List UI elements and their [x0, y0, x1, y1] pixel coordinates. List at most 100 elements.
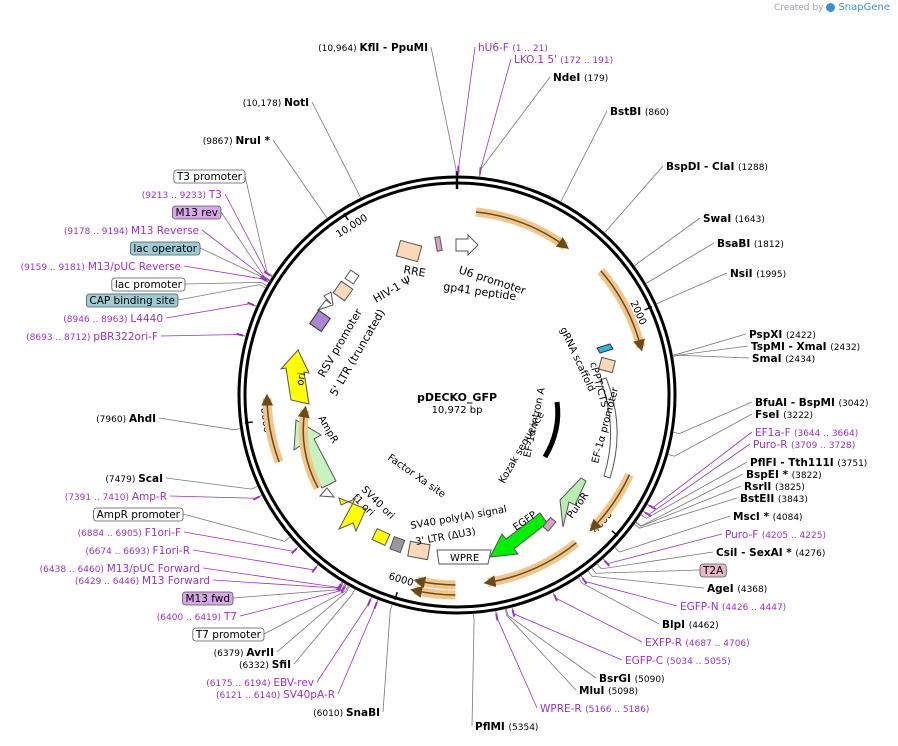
- enzyme-location: (2422): [786, 331, 816, 341]
- enzyme-name: BspDI - ClaI: [666, 161, 738, 173]
- enzyme-location: (1643): [735, 215, 765, 225]
- primer-name: pBR322ori-F: [93, 331, 158, 343]
- site-leader: [316, 596, 373, 683]
- enzyme-name: BfuAI - BspMI: [755, 397, 839, 409]
- puror-feature: [559, 477, 587, 528]
- rre-feature: [395, 239, 423, 263]
- enzyme-name: SmaI: [752, 353, 785, 365]
- primer-mark: [644, 511, 652, 518]
- credit-brand: SnapGene: [838, 2, 890, 13]
- feature-box: [182, 591, 234, 606]
- site-label: (6438 .. 6460) M13/pUC Forward: [40, 563, 200, 575]
- primer-location: (6175 .. 6194): [206, 679, 273, 689]
- enzyme-location: (2432): [830, 343, 860, 353]
- site-label: BstBI (860): [610, 106, 669, 118]
- site-leader: [471, 613, 475, 727]
- enzyme-name: SnaBI: [346, 707, 380, 719]
- enzyme-location: (4462): [689, 621, 719, 631]
- site-label: BstEII (3843): [740, 493, 808, 505]
- enzyme-label: (6010) SnaBI: [313, 707, 380, 719]
- feature-box: [85, 293, 179, 308]
- enzyme-label: FseI (3222): [755, 409, 813, 421]
- enzyme-label: NdeI (179): [553, 72, 608, 84]
- gp41-feature: [434, 236, 443, 252]
- primer-label: (8946 .. 8963) L4440: [63, 313, 163, 325]
- site-leader: [511, 606, 623, 661]
- feature-box: [699, 563, 727, 578]
- site-label: RsrII (3825): [744, 481, 805, 493]
- snapgene-credit: Created by SnapGene: [774, 2, 890, 13]
- site-label: BsrGI (5090): [599, 673, 665, 685]
- primer-name: Amp-R: [132, 491, 167, 503]
- primer-mark: [340, 586, 346, 594]
- site-leader: [552, 591, 643, 643]
- primer-name: M13/pUC Forward: [107, 563, 200, 575]
- enzyme-label: BlpI (4462): [662, 619, 719, 631]
- primer-location: (6400 .. 6419): [157, 613, 224, 623]
- feature-box-label: CAP binding site: [89, 295, 175, 307]
- primer-location: (5034 .. 5055): [666, 657, 730, 667]
- feature-box-label: M13 fwd: [185, 593, 230, 605]
- enzyme-location: (3825): [775, 483, 805, 493]
- primer-name: EGFP-N: [680, 601, 722, 613]
- enzyme-label: AgeI (4368): [707, 583, 767, 595]
- feature-box-label: T3 promoter: [176, 171, 243, 183]
- site-label: T7 promoter: [192, 627, 265, 642]
- site-leader: [201, 229, 271, 282]
- primer-location: (3709 .. 3728): [791, 441, 855, 451]
- primer-name: hU6-F: [478, 42, 512, 54]
- site-label: (7391 .. 7410) Amp-R: [65, 491, 167, 503]
- primer-label: (9159 .. 9181) M13/pUC Reverse: [21, 261, 181, 273]
- site-label: (9213 .. 9233) T3: [142, 189, 222, 201]
- site-leader: [587, 570, 705, 589]
- site-label: PflFI - Tth111I (3751): [750, 457, 867, 469]
- primer-name: EXFP-R: [645, 637, 685, 649]
- feature-box: [192, 627, 265, 642]
- site-label: (7479) ScaI: [105, 473, 163, 485]
- site-label: LKO.1 5' (172 .. 191): [514, 54, 613, 66]
- enzyme-name: AgeI: [707, 583, 737, 595]
- site-leader: [220, 211, 271, 281]
- site-label: EF1a-F (3644 .. 3664): [755, 427, 858, 439]
- enzyme-name: MluI: [579, 685, 608, 697]
- primer-mark: [290, 547, 298, 555]
- primer-name: EBV-rev: [273, 677, 314, 689]
- primer-label: EF1a-F (3644 .. 3664): [755, 427, 858, 439]
- inner-features: [279, 233, 618, 565]
- primer-location: (8946 .. 8963): [63, 315, 130, 325]
- primer-label: EXFP-R (4687 .. 4706): [645, 637, 750, 649]
- site-leader: [160, 334, 247, 337]
- enzyme-label: PflMI (5354): [475, 721, 538, 733]
- site-label: TspMI - XmaI (2432): [751, 341, 860, 353]
- site-leader: [276, 585, 351, 653]
- primer-name: M13/pUC Reverse: [88, 261, 181, 273]
- site-label: T3 promoter: [173, 169, 246, 184]
- site-leader: [202, 567, 343, 588]
- enzyme-label: (6379) AvrII: [214, 647, 274, 659]
- site-leader: [591, 567, 701, 574]
- primer-label: (6429 .. 6446) M13 Forward: [75, 575, 210, 587]
- primer-label: (6438 .. 6460) M13/pUC Forward: [40, 563, 200, 575]
- primer-label: (6121 .. 6140) SV40pA-R: [216, 689, 335, 701]
- enzyme-label: BsaBI (1812): [717, 238, 784, 250]
- site-leader: [311, 101, 362, 199]
- plasmid-size: 10,972 bp: [432, 405, 483, 416]
- site-label: BsaBI (1812): [717, 238, 784, 250]
- enzyme-name: BlpI: [662, 619, 689, 631]
- wpre-feature: [436, 549, 492, 565]
- enzyme-name: SfiI: [272, 659, 291, 671]
- enzyme-location: (7479): [105, 475, 138, 485]
- enzyme-label: BstBI (860): [610, 106, 669, 118]
- enzyme-location: (5098): [608, 687, 638, 697]
- primer-mark: [581, 577, 588, 585]
- snapgene-logo-icon: [826, 3, 836, 12]
- primer-name: M13 Reverse: [131, 225, 199, 237]
- site-label: M13 rev: [172, 205, 222, 220]
- site-leader: [199, 247, 270, 282]
- site-label: EGFP-C (5034 .. 5055): [625, 655, 731, 667]
- feature-arc-band: [475, 207, 569, 250]
- enzyme-name: NdeI: [553, 72, 584, 84]
- primer-label: LKO.1 5' (172 .. 191): [514, 54, 613, 66]
- primer-mark: [366, 599, 372, 607]
